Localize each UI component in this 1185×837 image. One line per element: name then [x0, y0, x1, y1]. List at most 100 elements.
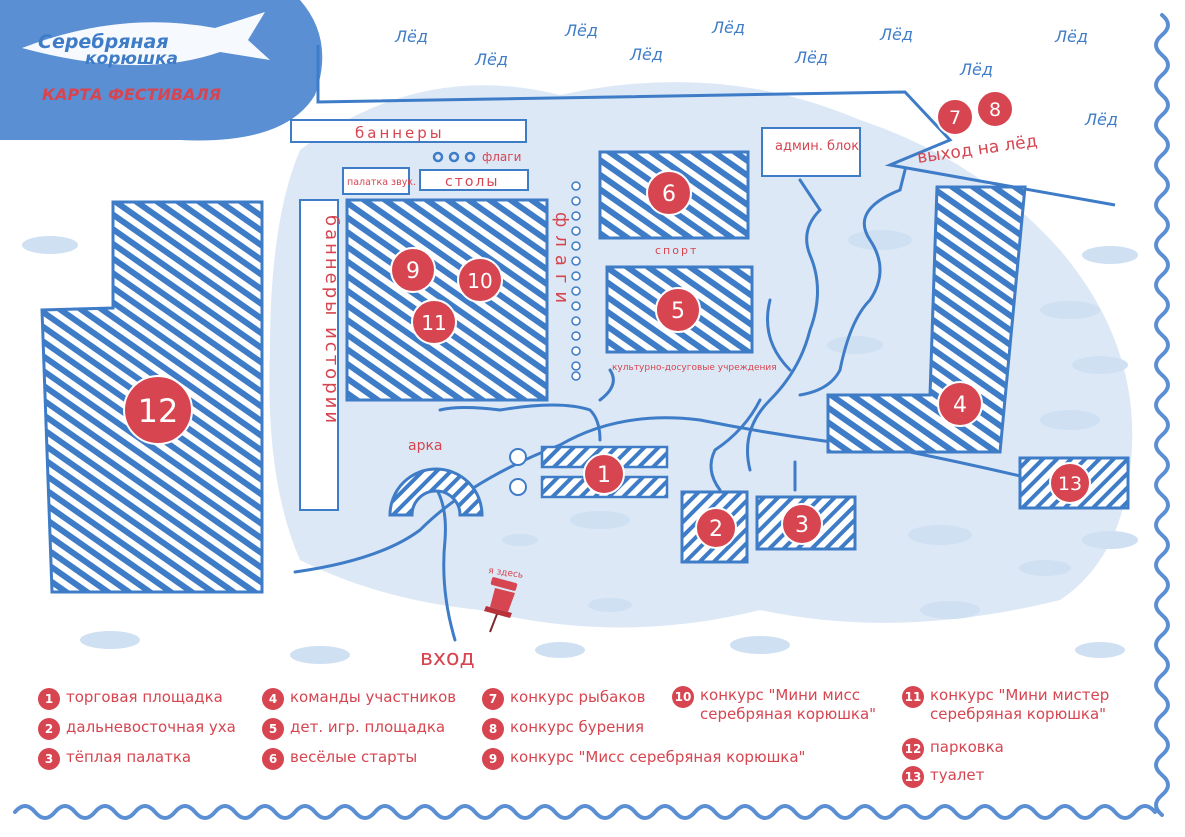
- legend-num: 3: [38, 748, 60, 770]
- legend-text: тёплая палатка: [66, 748, 192, 766]
- legend-item-3: 3 тёплая палатка: [38, 748, 191, 770]
- legend-text: конкурс рыбаков: [510, 688, 646, 706]
- legend-item-9: 9 конкурс "Мисс серебряная корюшка": [482, 748, 805, 770]
- admin-block: [761, 127, 861, 177]
- entrance-label: вход: [420, 646, 475, 671]
- legend-text: конкурс "Мини мистер серебряная корюшка": [930, 686, 1110, 723]
- svg-text:Лёд: Лёд: [564, 21, 598, 40]
- svg-text:Лёд: Лёд: [474, 50, 508, 69]
- banners-history-box: [299, 199, 339, 511]
- legend-text: парковка: [930, 738, 1004, 756]
- shore-line: [316, 45, 1116, 207]
- zone-marker-3: 3: [781, 503, 823, 545]
- zone-marker-5: 5: [655, 287, 701, 333]
- zone-marker-9: 9: [390, 247, 436, 293]
- paths: [293, 168, 1122, 642]
- svg-text:4: 4: [953, 393, 967, 418]
- legend-num: 10: [672, 686, 694, 708]
- logo-line1: Серебряная: [38, 31, 169, 53]
- legend-item-13: 13 туалет: [902, 766, 984, 788]
- zone-9-10-11: [345, 198, 549, 402]
- logo-line2: корюшка: [85, 49, 178, 69]
- map-title: КАРТА ФЕСТИВАЛЯ: [42, 85, 221, 104]
- legend-item-6: 6 весёлые старты: [262, 748, 417, 770]
- culture-label: культурно-досуговые учреждения: [612, 363, 777, 373]
- svg-text:1: 1: [597, 463, 611, 488]
- arch: [388, 467, 484, 517]
- ice-exit-label: выход на лёд: [916, 131, 1039, 168]
- svg-text:11: 11: [421, 311, 446, 335]
- legend-item-10: 10 конкурс "Мини мисс серебряная корюшка…: [672, 686, 876, 724]
- legend-text: команды участников: [290, 688, 457, 706]
- svg-text:9: 9: [406, 259, 420, 284]
- sport-label: спорт: [655, 244, 698, 257]
- zone-1-marker-a: [509, 448, 527, 466]
- legend-item-7: 7 конкурс рыбаков: [482, 688, 645, 710]
- flags-column-label: флаги: [551, 212, 572, 311]
- zone-4-teams: [826, 185, 1027, 454]
- svg-text:Лёд: Лёд: [629, 45, 663, 64]
- arch-label: арка: [408, 438, 443, 454]
- legend-num: 4: [262, 688, 284, 710]
- legend-num: 13: [902, 766, 924, 788]
- legend-num: 5: [262, 718, 284, 740]
- bottom-wave-border: [13, 804, 1157, 820]
- svg-text:8: 8: [989, 99, 1001, 121]
- legend-num: 2: [38, 718, 60, 740]
- legend-item-12: 12 парковка: [902, 738, 1004, 760]
- map-legend: 1 торговая площадка 2 дальневосточная ух…: [0, 678, 1185, 798]
- zone-marker-11: 11: [411, 299, 457, 345]
- legend-num: 8: [482, 718, 504, 740]
- legend-text: дет. игр. площадка: [290, 718, 446, 736]
- svg-text:Лёд: Лёд: [959, 60, 993, 79]
- you-are-here-label: я здесь: [488, 566, 524, 581]
- svg-text:2: 2: [709, 517, 723, 542]
- svg-text:12: 12: [138, 392, 179, 430]
- legend-text: конкурс "Мини мисс серебряная корюшка": [700, 686, 877, 723]
- legend-item-8: 8 конкурс бурения: [482, 718, 644, 740]
- legend-num: 1: [38, 688, 60, 710]
- legend-num: 11: [902, 686, 924, 708]
- svg-text:13: 13: [1058, 473, 1082, 495]
- legend-text: весёлые старты: [290, 748, 418, 766]
- zone-marker-8: 8: [976, 90, 1014, 128]
- legend-num: 12: [902, 738, 924, 760]
- admin-label: админ. блок: [775, 139, 859, 154]
- flags-column: [571, 181, 581, 381]
- svg-text:5: 5: [671, 299, 685, 324]
- tables-label: столы: [445, 174, 499, 190]
- legend-num: 9: [482, 748, 504, 770]
- legend-item-4: 4 команды участников: [262, 688, 456, 710]
- legend-text: торговая площадка: [66, 688, 223, 706]
- flags-small-label: флаги: [482, 150, 521, 164]
- zone-marker-13: 13: [1049, 462, 1091, 504]
- zone-markers: 1 2 3 4 5 6 7 8 9 10 11 12 13: [123, 90, 1091, 549]
- legend-item-5: 5 дет. игр. площадка: [262, 718, 445, 740]
- svg-text:6: 6: [662, 182, 676, 207]
- zone-marker-6: 6: [646, 170, 692, 216]
- svg-text:3: 3: [795, 513, 809, 538]
- zone-marker-2: 2: [695, 507, 737, 549]
- zone-1-marker-b: [509, 478, 527, 496]
- logo-badge: [0, 0, 323, 141]
- svg-text:Лёд: Лёд: [879, 25, 913, 44]
- you-are-here-pin: я здесь: [484, 566, 524, 633]
- svg-text:Лёд: Лёд: [394, 27, 428, 46]
- svg-text:7: 7: [949, 107, 961, 129]
- legend-item-1: 1 торговая площадка: [38, 688, 223, 710]
- zone-marker-12: 12: [123, 375, 193, 445]
- logo: Серебряная корюшка КАРТА ФЕСТИВАЛЯ: [22, 12, 270, 104]
- sound-tent-box: [342, 167, 410, 195]
- banners-top-box: [290, 119, 527, 143]
- svg-text:Лёд: Лёд: [1084, 110, 1118, 129]
- legend-text: туалет: [930, 766, 985, 784]
- legend-text: конкурс бурения: [510, 718, 644, 736]
- right-wave-border: [1154, 13, 1170, 817]
- legend-text: дальневосточная уха: [66, 718, 236, 736]
- zone-marker-10: 10: [457, 257, 503, 303]
- banners-top-label: баннеры: [355, 124, 445, 142]
- banners-history-label: баннеры истории: [321, 215, 342, 426]
- zone-marker-1: 1: [583, 453, 625, 495]
- svg-text:Лёд: Лёд: [1054, 27, 1088, 46]
